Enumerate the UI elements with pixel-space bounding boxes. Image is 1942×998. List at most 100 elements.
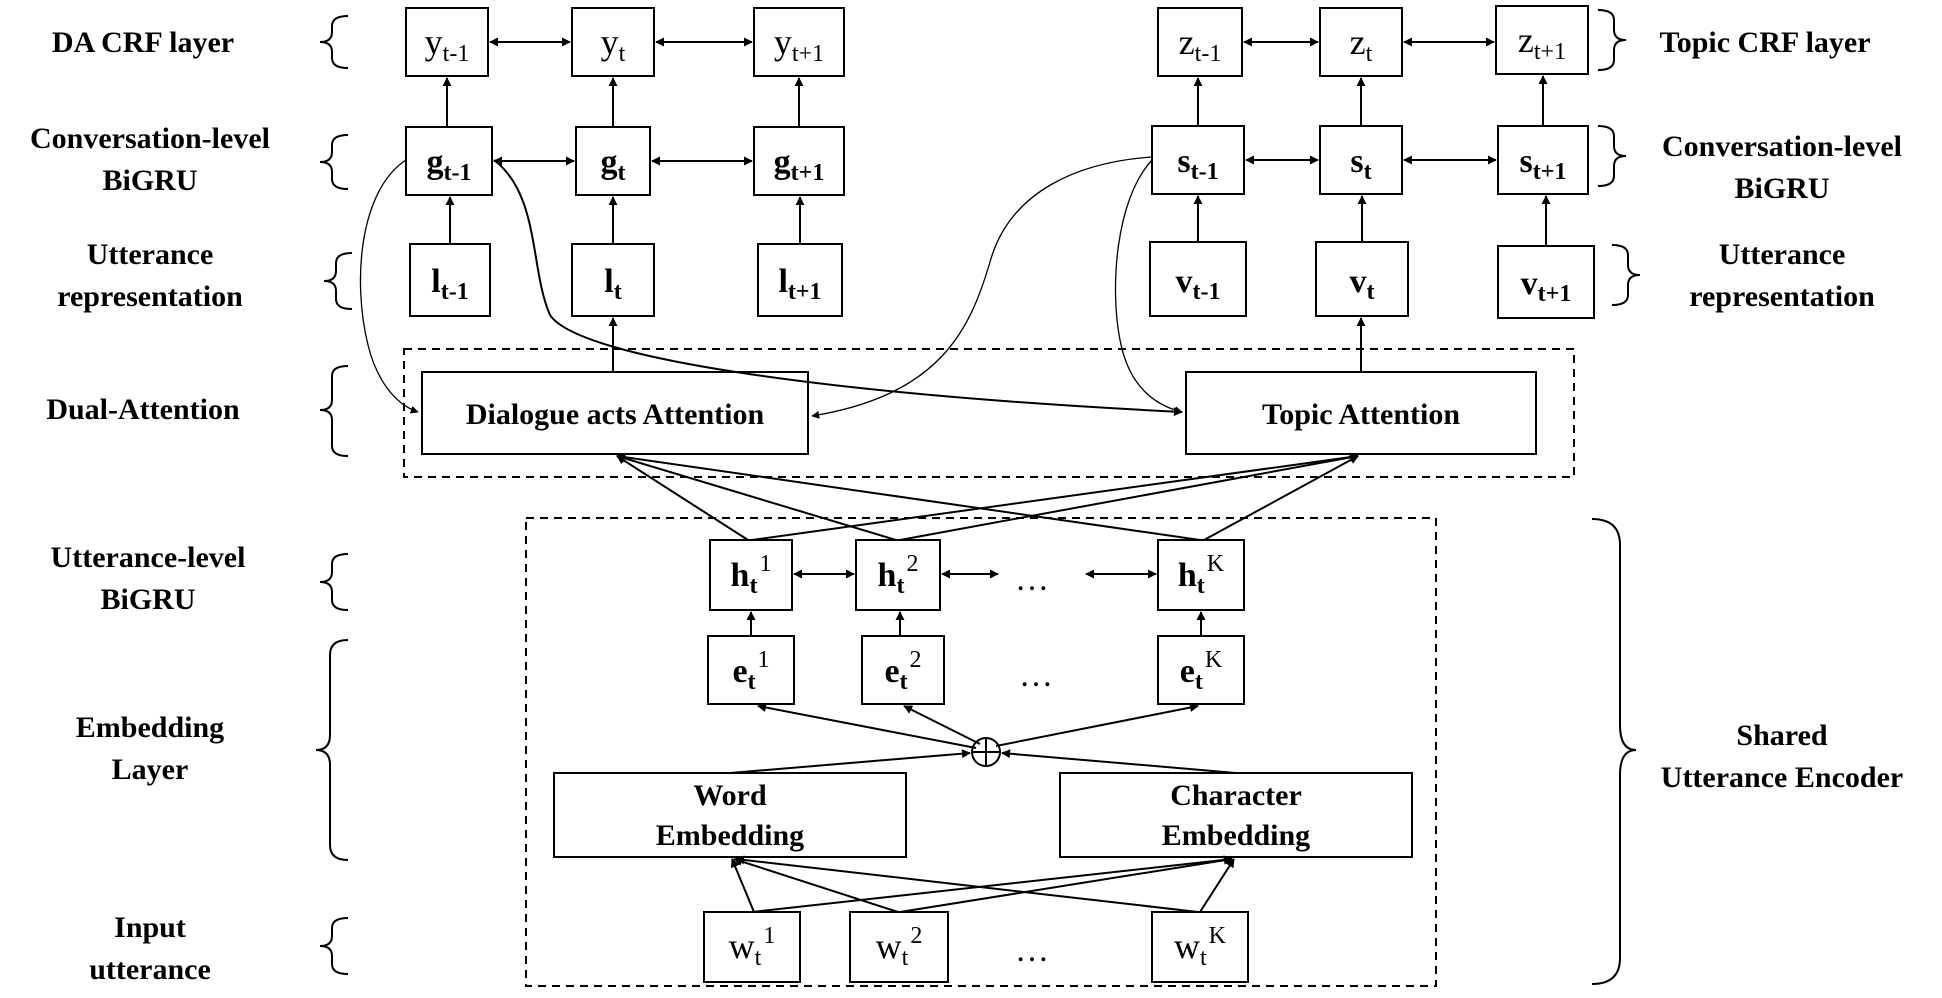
left-layer-labels: DA CRF layer Conversation-level BiGRU Ut… — [30, 26, 270, 986]
label-topic-crf-layer: Topic CRF layer — [1659, 26, 1870, 59]
brace-input-utterance — [319, 917, 349, 975]
brace-topic-crf — [1597, 9, 1627, 71]
brace-dual-attention — [319, 365, 349, 457]
input-arrows — [730, 855, 1235, 913]
dialogue-acts-attention-label: Dialogue acts Attention — [466, 398, 765, 431]
node-label-z-next: zt+1 — [1518, 20, 1566, 65]
ellipsis-input: … — [1015, 932, 1049, 969]
brace-utt-rep-right — [1611, 244, 1641, 306]
label-utterance-representation-left-line2: representation — [57, 280, 243, 313]
label-utterance-representation-right-line2: representation — [1689, 280, 1875, 313]
box-h-2 — [855, 539, 941, 611]
label-shared-encoder-line1: Shared — [1736, 719, 1827, 752]
bidirectional-arrows — [489, 37, 1497, 579]
brace-conv-bigru-right — [1597, 125, 1627, 187]
arrow-wk-to-word-embedding — [735, 855, 1199, 913]
arrow-h1-to-topic-attention — [751, 452, 1359, 541]
node-label-h1: ht1 — [731, 551, 772, 599]
node-label-h2: ht2 — [878, 551, 919, 599]
node-label-g-prev: gt-1 — [427, 144, 472, 186]
hidden-to-attention-arrows — [616, 452, 1359, 541]
node-label-v-prev: vt-1 — [1176, 263, 1221, 305]
label-embedding-layer-line1: Embedding — [76, 711, 224, 744]
node-label-y-t: yt — [601, 22, 626, 67]
arrow-hk-to-da-attention — [616, 452, 1201, 541]
box-dialogue-acts-attention — [421, 371, 809, 455]
node-label-g-next: gt+1 — [774, 144, 825, 186]
brace-shared-encoder — [1591, 518, 1637, 985]
box-word-embedding — [553, 772, 907, 858]
label-utterance-representation-left-line1: Utterance — [87, 238, 214, 271]
node-label-z-prev: zt-1 — [1179, 22, 1222, 67]
curve-g-prev-to-topic-attention — [493, 159, 1183, 417]
node-label-s-t: st — [1350, 143, 1371, 185]
node-label-v-next: vt+1 — [1521, 265, 1572, 307]
node-label-e2: et2 — [884, 647, 921, 695]
node-label-w2: wt2 — [876, 923, 923, 971]
box-z-t — [1319, 7, 1403, 77]
box-e-1 — [707, 635, 795, 705]
box-y-t — [571, 7, 655, 77]
node-label-y-next: yt+1 — [774, 22, 824, 67]
label-utterance-level-bigru-line1: Utterance-level — [51, 541, 246, 574]
topic-attention-label: Topic Attention — [1262, 398, 1460, 431]
box-l-t — [571, 243, 655, 317]
arrow-concat-to-e2 — [903, 705, 981, 745]
box-g-t-plus-1 — [753, 126, 845, 196]
box-s-t-plus-1 — [1497, 125, 1589, 195]
arrow-h2-to-da-attention — [616, 454, 897, 541]
brace-utt-bigru — [319, 553, 349, 611]
concat-node — [971, 737, 1001, 767]
node-label-v-t: vt — [1350, 263, 1375, 305]
node-label-wk: wtK — [1174, 923, 1227, 971]
brace-utt-rep-left — [323, 252, 353, 310]
box-w-1 — [703, 911, 801, 983]
box-v-t-plus-1 — [1497, 245, 1595, 319]
arrow-hk-to-topic-attention — [1203, 455, 1359, 541]
word-embedding-label-line1: Word — [693, 779, 767, 812]
arrow-w2-to-character-embedding — [899, 855, 1233, 913]
right-layer-labels: Topic CRF layer Conversation-level BiGRU… — [1659, 26, 1903, 794]
dual-attention-region — [403, 348, 1575, 478]
box-w-2 — [849, 911, 949, 983]
cross-connections — [359, 156, 1183, 419]
label-input-utterance-line2: utterance — [89, 953, 211, 986]
box-character-embedding — [1059, 772, 1413, 858]
node-label-l-prev: lt-1 — [431, 263, 468, 305]
ellipsis-embedding: … — [1019, 657, 1053, 694]
label-conversation-level-right-line1: Conversation-level — [1662, 130, 1902, 163]
box-s-t-minus-1 — [1151, 125, 1245, 195]
label-dual-attention: Dual-Attention — [46, 393, 240, 426]
label-shared-encoder-line2: Utterance Encoder — [1661, 761, 1903, 794]
curve-s-prev-to-topic-attention — [1114, 159, 1183, 415]
brace-conv-bigru-left — [319, 134, 349, 190]
box-g-t-minus-1 — [405, 126, 493, 196]
arrow-character-embedding-to-concat — [1001, 749, 1237, 774]
curve-g-prev-to-da-attention — [359, 159, 419, 414]
label-embedding-layer-line2: Layer — [112, 753, 189, 786]
box-y-t-plus-1 — [753, 7, 845, 77]
box-w-k — [1151, 911, 1249, 983]
node-label-e1: et1 — [732, 647, 769, 695]
node-label-s-prev: st-1 — [1177, 143, 1218, 185]
node-boxes — [405, 5, 1595, 983]
arrow-concat-to-ek — [995, 703, 1199, 747]
arrow-h2-to-topic-attention — [899, 453, 1359, 541]
brace-da-crf — [319, 15, 349, 69]
character-embedding-label-line1: Character — [1170, 779, 1302, 812]
left-braces — [315, 15, 353, 975]
box-h-1 — [709, 539, 793, 611]
box-l-t-plus-1 — [757, 243, 843, 317]
label-utterance-representation-right-line1: Utterance — [1719, 238, 1846, 271]
brace-embedding-layer — [315, 639, 349, 861]
node-label-z-t: zt — [1350, 22, 1373, 67]
box-e-2 — [861, 635, 945, 705]
node-label-g-t: gt — [601, 144, 626, 186]
node-label-l-next: lt+1 — [778, 263, 821, 305]
label-input-utterance-line1: Input — [114, 911, 186, 944]
arrow-word-embedding-to-concat — [729, 749, 971, 774]
label-da-crf-layer: DA CRF layer — [52, 26, 234, 59]
shared-encoder-region — [525, 517, 1437, 987]
right-braces — [1591, 9, 1641, 985]
